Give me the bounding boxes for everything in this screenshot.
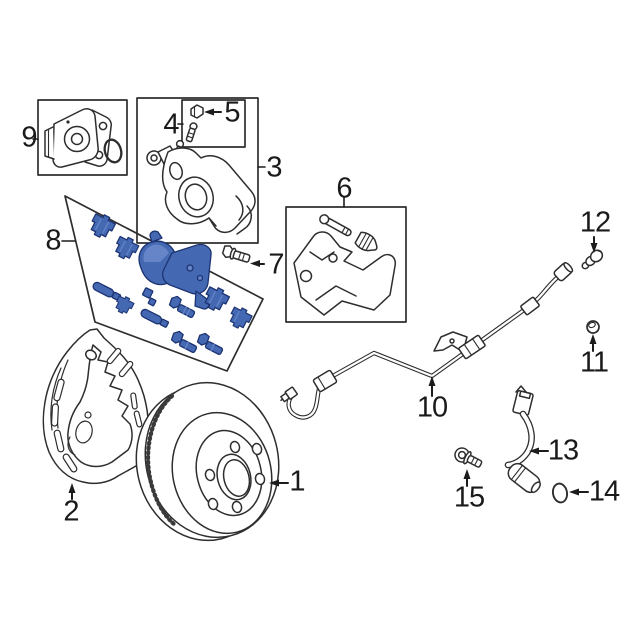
caliper-bolt-drawing [221, 245, 251, 263]
bleeder-screw-drawing [185, 122, 198, 143]
part-6-box [285, 206, 407, 323]
callout-5-arrow [204, 108, 222, 116]
bolt-12-drawing [581, 249, 604, 270]
callout-8-label: 8 [45, 224, 61, 257]
caliper-bracket-drawing [293, 214, 397, 316]
callout-10-label: 10 [416, 391, 448, 424]
part-9-box [37, 99, 128, 176]
parking-brake-actuator-drawing [44, 108, 123, 168]
callout-3-label: 3 [266, 151, 282, 184]
abs-sensor-drawing [504, 385, 541, 494]
callout-14-arrow [569, 488, 589, 496]
callout-13-label: 13 [547, 434, 579, 467]
callout-12-arrow [590, 236, 598, 253]
brake-hose-drawing [280, 261, 574, 420]
callout-7-arrow [250, 260, 265, 267]
callout-2-arrow [68, 483, 76, 500]
callout-5-label: 5 [224, 96, 240, 129]
callout-11-arrow [589, 334, 597, 352]
cap-11-drawing [586, 320, 600, 334]
callout-4-label: 4 [163, 108, 179, 141]
callout-6-label: 6 [336, 172, 352, 205]
callout-10-arrow [428, 376, 436, 397]
callout-1-label: 1 [289, 465, 305, 498]
pad-kit-drawing [90, 213, 253, 355]
callout-7-label: 7 [268, 248, 284, 281]
callout-14-label: 14 [588, 475, 620, 508]
callout-12-label: 12 [579, 206, 611, 239]
callout-9-label: 9 [21, 121, 37, 154]
brake-caliper-drawing [146, 139, 256, 235]
callout-1-arrow [269, 479, 289, 487]
callout-13-arrow [529, 447, 549, 455]
callout-11-label: 11 [579, 346, 609, 379]
brake-rotor-drawing [135, 381, 280, 542]
bleeder-cap-drawing [190, 104, 204, 119]
grommet-drawing [551, 482, 569, 504]
sensor-bolt-drawing [454, 447, 483, 468]
callout-15-label: 15 [453, 481, 485, 514]
dust-shield-drawing [42, 328, 149, 485]
callout-15-arrow [463, 469, 471, 487]
callout-2-label: 2 [63, 495, 79, 528]
